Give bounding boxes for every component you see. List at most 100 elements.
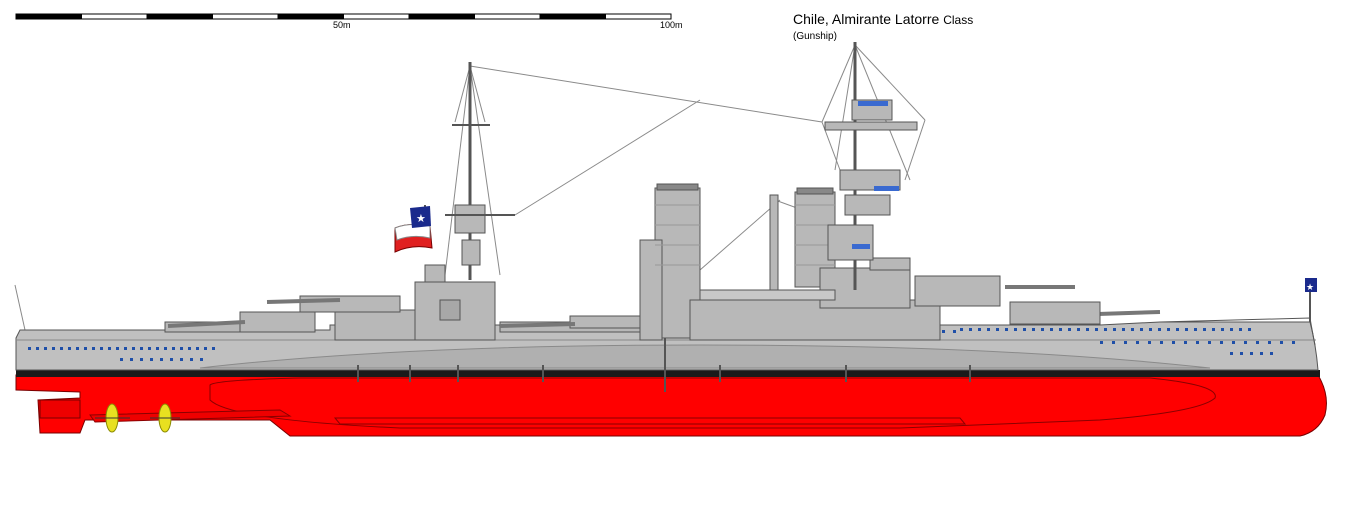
- porthole: [1220, 341, 1223, 344]
- drawing-subtitle: (Gunship): [793, 31, 837, 42]
- porthole: [52, 347, 55, 350]
- porthole: [188, 347, 191, 350]
- svg-text:★: ★: [416, 212, 426, 225]
- porthole: [160, 358, 163, 361]
- porthole: [190, 358, 193, 361]
- porthole: [1112, 341, 1115, 344]
- porthole: [1212, 328, 1215, 331]
- porthole: [1136, 341, 1139, 344]
- porthole: [1122, 328, 1125, 331]
- porthole: [1240, 352, 1243, 355]
- porthole: [172, 347, 175, 350]
- porthole: [1086, 328, 1089, 331]
- porthole: [1232, 341, 1235, 344]
- porthole: [84, 347, 87, 350]
- porthole: [140, 358, 143, 361]
- porthole: [204, 347, 207, 350]
- boot-topping: [16, 370, 1320, 377]
- porthole: [156, 347, 159, 350]
- porthole: [1124, 341, 1127, 344]
- porthole: [1239, 328, 1242, 331]
- funnels: [639, 183, 836, 341]
- porthole: [44, 347, 47, 350]
- porthole: [36, 347, 39, 350]
- porthole: [1221, 328, 1224, 331]
- scale-label-100m: 100m: [660, 20, 683, 30]
- scale-bar-segment: [343, 13, 410, 20]
- scale-bar-segment: [474, 13, 541, 20]
- porthole: [1185, 328, 1188, 331]
- porthole: [960, 328, 963, 331]
- porthole: [1172, 341, 1175, 344]
- porthole: [1148, 341, 1151, 344]
- porthole: [196, 347, 199, 350]
- porthole: [68, 347, 71, 350]
- title-class: Class: [943, 13, 974, 27]
- porthole: [1176, 328, 1179, 331]
- scale-bar-segment: [408, 13, 475, 20]
- porthole: [1256, 341, 1259, 344]
- porthole: [1077, 328, 1080, 331]
- porthole: [100, 347, 103, 350]
- porthole: [1113, 328, 1116, 331]
- porthole: [212, 347, 215, 350]
- porthole: [1095, 328, 1098, 331]
- porthole: [140, 347, 143, 350]
- porthole: [170, 358, 173, 361]
- jack-flag-icon: ★: [1305, 278, 1317, 293]
- porthole: [978, 328, 981, 331]
- scale-bar-segment: [146, 13, 213, 20]
- porthole: [124, 347, 127, 350]
- porthole: [1268, 341, 1271, 344]
- porthole: [150, 358, 153, 361]
- scale-bar-segment: [15, 13, 82, 20]
- porthole: [953, 330, 956, 333]
- scale-bar-segment: [277, 13, 344, 20]
- porthole: [1149, 328, 1152, 331]
- porthole: [1160, 341, 1163, 344]
- porthole: [76, 347, 79, 350]
- porthole: [1230, 352, 1233, 355]
- midship-superstructure: [689, 257, 1101, 341]
- scale-bar-segment: [539, 13, 606, 20]
- porthole: [1280, 341, 1283, 344]
- svg-text:★: ★: [1306, 283, 1314, 293]
- porthole: [1131, 328, 1134, 331]
- porthole: [1140, 328, 1143, 331]
- porthole: [132, 347, 135, 350]
- porthole: [1250, 352, 1253, 355]
- porthole: [1032, 328, 1035, 331]
- porthole: [180, 358, 183, 361]
- porthole: [1059, 328, 1062, 331]
- porthole: [1184, 341, 1187, 344]
- porthole: [92, 347, 95, 350]
- porthole: [996, 328, 999, 331]
- scale-bar: [15, 13, 672, 20]
- porthole: [942, 330, 945, 333]
- scale-bar-segment: [81, 13, 148, 20]
- porthole: [1014, 328, 1017, 331]
- gun-barrels: [167, 285, 1161, 328]
- porthole: [148, 347, 151, 350]
- porthole: [120, 358, 123, 361]
- porthole: [130, 358, 133, 361]
- porthole: [1068, 328, 1071, 331]
- chilean-flag-icon: ★: [394, 206, 433, 253]
- porthole: [969, 328, 972, 331]
- porthole: [108, 347, 111, 350]
- porthole: [1050, 328, 1053, 331]
- porthole: [180, 347, 183, 350]
- scale-label-50m: 50m: [333, 20, 351, 30]
- porthole: [1208, 341, 1211, 344]
- aft-mast: [445, 62, 515, 280]
- porthole: [1167, 328, 1170, 331]
- porthole: [164, 347, 167, 350]
- porthole: [1270, 352, 1273, 355]
- porthole: [1196, 341, 1199, 344]
- porthole: [1100, 341, 1103, 344]
- scale-bar-segment: [605, 13, 672, 20]
- porthole: [1260, 352, 1263, 355]
- porthole: [1292, 341, 1295, 344]
